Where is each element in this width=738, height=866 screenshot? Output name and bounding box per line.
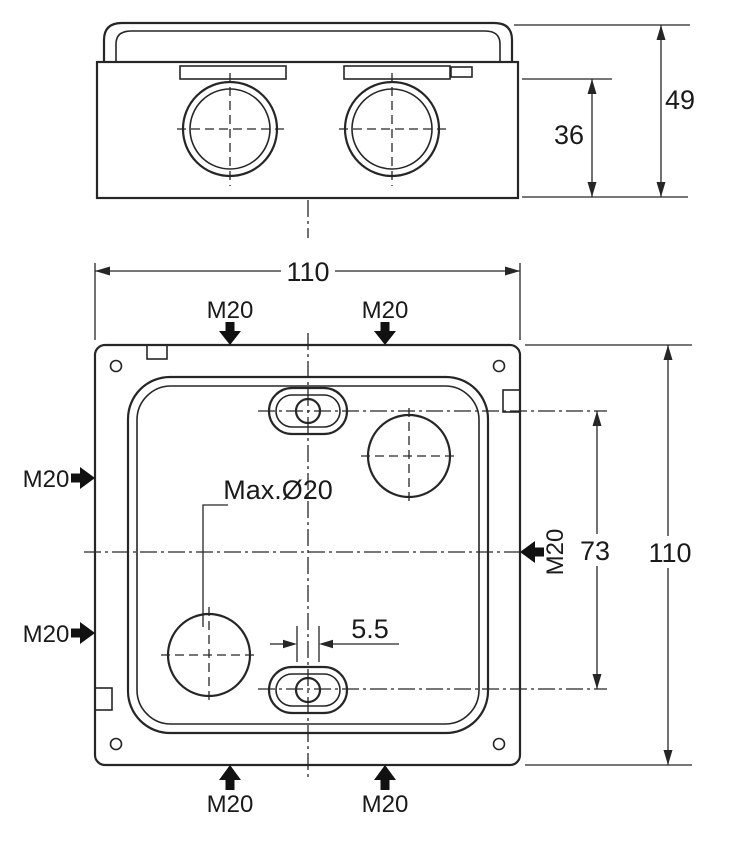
dimension-73: 73 bbox=[573, 411, 617, 689]
m20-top-left-label: M20 bbox=[207, 297, 254, 324]
dim-73-label: 73 bbox=[580, 536, 610, 566]
m20-bottom-right-label: M20 bbox=[362, 791, 409, 818]
m20-bottom-left: M20 bbox=[207, 765, 254, 818]
side-view: 36 49 bbox=[95, 21, 695, 238]
dim-36-label: 36 bbox=[554, 120, 584, 150]
knockout-recess-left bbox=[179, 65, 287, 80]
m20-top-right-label: M20 bbox=[362, 297, 409, 324]
plan-inner-wall-inner bbox=[136, 385, 480, 725]
m20-top-right-arrow bbox=[380, 322, 390, 332]
plan-crosshairs bbox=[161, 408, 457, 703]
lid-inner-contour bbox=[115, 30, 501, 62]
dimension-5-5: 5.5 bbox=[270, 614, 399, 662]
dimension-36: 36 bbox=[522, 78, 688, 198]
dim-5-5-label: 5.5 bbox=[351, 614, 389, 644]
m20-top-left: M20 bbox=[207, 297, 254, 345]
corner-hole-top-right bbox=[492, 359, 506, 373]
dim-49-label: 49 bbox=[665, 85, 695, 115]
m20-left-upper-label: M20 bbox=[23, 466, 70, 493]
m20-right-arrow bbox=[535, 547, 544, 557]
m20-right-label: M20 bbox=[542, 529, 569, 576]
corner-hole-bottom-left bbox=[109, 737, 123, 751]
edge-notch-right bbox=[502, 389, 521, 413]
side-crosshairs bbox=[177, 73, 447, 186]
m20-left-lower-label: M20 bbox=[23, 621, 70, 648]
m20-bottom-right: M20 bbox=[362, 765, 409, 818]
corner-hole-top-left bbox=[109, 359, 123, 373]
knockout-recess-right bbox=[343, 65, 451, 80]
edge-notch-left bbox=[94, 687, 113, 711]
centerlines bbox=[84, 333, 607, 779]
m20-right: M20 bbox=[520, 529, 569, 576]
m20-left-lower-arrow bbox=[71, 628, 80, 638]
dim-110-right-label: 110 bbox=[648, 538, 691, 568]
max-knockout-label: Max.Ø20 bbox=[223, 475, 333, 505]
edge-notch-top bbox=[146, 344, 168, 360]
m20-top-left-arrow bbox=[225, 322, 235, 332]
dim-110-top-label: 110 bbox=[286, 257, 329, 287]
lid-outline bbox=[102, 21, 514, 62]
m20-left-upper: M20 bbox=[23, 466, 95, 493]
m20-bottom-left-label: M20 bbox=[207, 791, 254, 818]
m20-left-upper-arrow bbox=[71, 473, 80, 483]
small-detail-rect bbox=[450, 66, 473, 78]
plan-view: 110 110 73 5.5 bbox=[23, 255, 698, 818]
max-knockout-callout: Max.Ø20 bbox=[202, 475, 333, 627]
box-body bbox=[95, 60, 520, 200]
m20-left-lower: M20 bbox=[23, 621, 95, 648]
m20-top-right: M20 bbox=[362, 297, 409, 345]
dimension-49: 49 bbox=[514, 24, 695, 197]
corner-hole-bottom-right bbox=[492, 737, 506, 751]
m20-bottom-right-arrow bbox=[380, 780, 390, 790]
dimension-110-top: 110 bbox=[94, 255, 521, 340]
dimension-110-right: 110 bbox=[525, 344, 698, 766]
m20-bottom-left-arrow bbox=[225, 780, 235, 790]
